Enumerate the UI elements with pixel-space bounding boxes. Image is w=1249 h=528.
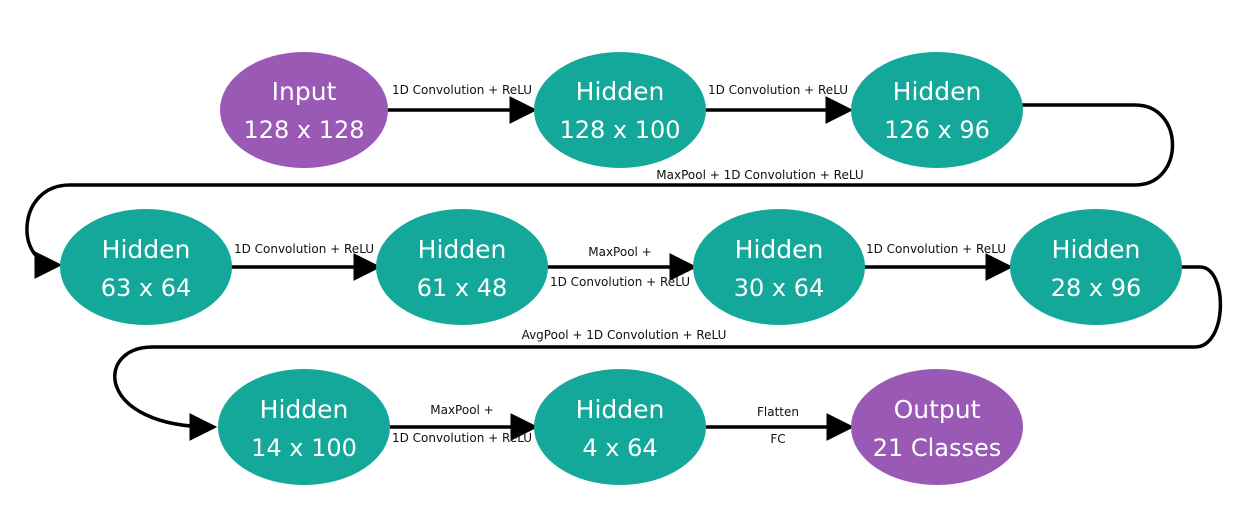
node-hidden-2: Hidden 126 x 96 bbox=[851, 52, 1023, 168]
node-ellipse bbox=[376, 209, 548, 325]
node-ellipse bbox=[534, 52, 706, 168]
node-dims: 61 x 48 bbox=[417, 274, 508, 302]
node-dims: 128 x 128 bbox=[243, 116, 364, 144]
node-dims: 14 x 100 bbox=[251, 434, 357, 462]
edge-label-bottom: 1D Convolution + ReLU bbox=[550, 275, 690, 289]
node-title: Hidden bbox=[1052, 235, 1141, 264]
edge-hidden-5-to-hidden-6: 1D Convolution + ReLU bbox=[863, 242, 1014, 281]
node-ellipse bbox=[693, 209, 865, 325]
edge-hidden-3-to-hidden-4: 1D Convolution + ReLU bbox=[227, 242, 382, 281]
edge-line bbox=[25, 103, 1175, 279]
edge-hidden-7-to-hidden-8: MaxPool + 1D Convolution + ReLU bbox=[390, 403, 539, 445]
edge-label-top: MaxPool + bbox=[430, 403, 494, 417]
edge-hidden-2-to-hidden-3: MaxPool + 1D Convolution + ReLU bbox=[25, 103, 1175, 279]
node-ellipse bbox=[851, 52, 1023, 168]
edge-label-top: 1D Convolution + ReLU bbox=[234, 242, 374, 256]
edge-label-bottom: 1D Convolution + ReLU bbox=[392, 431, 532, 445]
edge-label-top: 1D Convolution + ReLU bbox=[866, 242, 1006, 256]
edge-line bbox=[113, 265, 1223, 441]
node-title: Hidden bbox=[418, 235, 507, 264]
node-dims: 30 x 64 bbox=[734, 274, 825, 302]
edge-label-top: MaxPool + 1D Convolution + ReLU bbox=[656, 168, 863, 182]
node-output: Output 21 Classes bbox=[851, 369, 1023, 485]
edge-label-top: Flatten bbox=[757, 405, 799, 419]
node-ellipse bbox=[220, 52, 388, 168]
node-hidden-6: Hidden 28 x 96 bbox=[1010, 209, 1182, 325]
node-dims: 128 x 100 bbox=[559, 116, 680, 144]
node-title: Hidden bbox=[576, 395, 665, 424]
nodes-layer: Input 128 x 128 Hidden 128 x 100 Hidden … bbox=[60, 52, 1182, 485]
node-ellipse bbox=[534, 369, 706, 485]
node-dims: 4 x 64 bbox=[582, 434, 657, 462]
edge-label-top: 1D Convolution + ReLU bbox=[392, 83, 532, 97]
edge-hidden-1-to-hidden-2: 1D Convolution + ReLU bbox=[705, 83, 854, 124]
node-ellipse bbox=[1010, 209, 1182, 325]
edge-input-to-hidden-1: 1D Convolution + ReLU bbox=[383, 83, 538, 124]
node-dims: 28 x 96 bbox=[1051, 274, 1142, 302]
node-hidden-3: Hidden 63 x 64 bbox=[60, 209, 232, 325]
edge-label-top: MaxPool + bbox=[588, 245, 652, 259]
node-ellipse bbox=[851, 369, 1023, 485]
node-dims: 126 x 96 bbox=[884, 116, 990, 144]
node-title: Hidden bbox=[893, 77, 982, 106]
node-hidden-8: Hidden 4 x 64 bbox=[534, 369, 706, 485]
node-title: Hidden bbox=[735, 235, 824, 264]
edges-layer: 1D Convolution + ReLU 1D Convolution + R… bbox=[25, 83, 1223, 446]
node-input: Input 128 x 128 bbox=[220, 52, 388, 168]
node-hidden-7: Hidden 14 x 100 bbox=[218, 369, 390, 485]
node-hidden-5: Hidden 30 x 64 bbox=[693, 209, 865, 325]
node-ellipse bbox=[218, 369, 390, 485]
edge-label-top: AvgPool + 1D Convolution + ReLU bbox=[522, 328, 727, 342]
node-title: Output bbox=[894, 395, 981, 424]
node-dims: 63 x 64 bbox=[101, 274, 192, 302]
edge-label-top: 1D Convolution + ReLU bbox=[708, 83, 848, 97]
edge-label-bottom: FC bbox=[770, 432, 785, 446]
node-dims: 21 Classes bbox=[873, 434, 1002, 462]
edge-hidden-6-to-hidden-7: AvgPool + 1D Convolution + ReLU bbox=[113, 265, 1223, 441]
node-ellipse bbox=[60, 209, 232, 325]
node-title: Hidden bbox=[102, 235, 191, 264]
edge-hidden-4-to-hidden-5: MaxPool + 1D Convolution + ReLU bbox=[546, 245, 698, 289]
edge-hidden-8-to-output: Flatten FC bbox=[706, 405, 855, 446]
node-hidden-4: Hidden 61 x 48 bbox=[376, 209, 548, 325]
node-title: Hidden bbox=[576, 77, 665, 106]
node-title: Hidden bbox=[260, 395, 349, 424]
node-title: Input bbox=[272, 77, 337, 106]
node-hidden-1: Hidden 128 x 100 bbox=[534, 52, 706, 168]
